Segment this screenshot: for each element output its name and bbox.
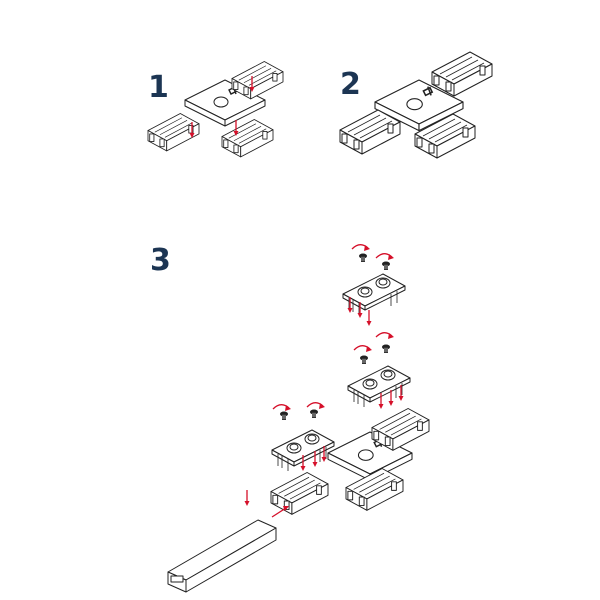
step-3-number: 3 bbox=[150, 243, 171, 278]
step-2-illustration bbox=[339, 51, 493, 159]
step-1-illustration bbox=[147, 61, 284, 158]
step-1-number: 1 bbox=[148, 70, 169, 105]
step-2-number: 2 bbox=[340, 67, 361, 102]
step-3-illustration bbox=[167, 244, 430, 593]
